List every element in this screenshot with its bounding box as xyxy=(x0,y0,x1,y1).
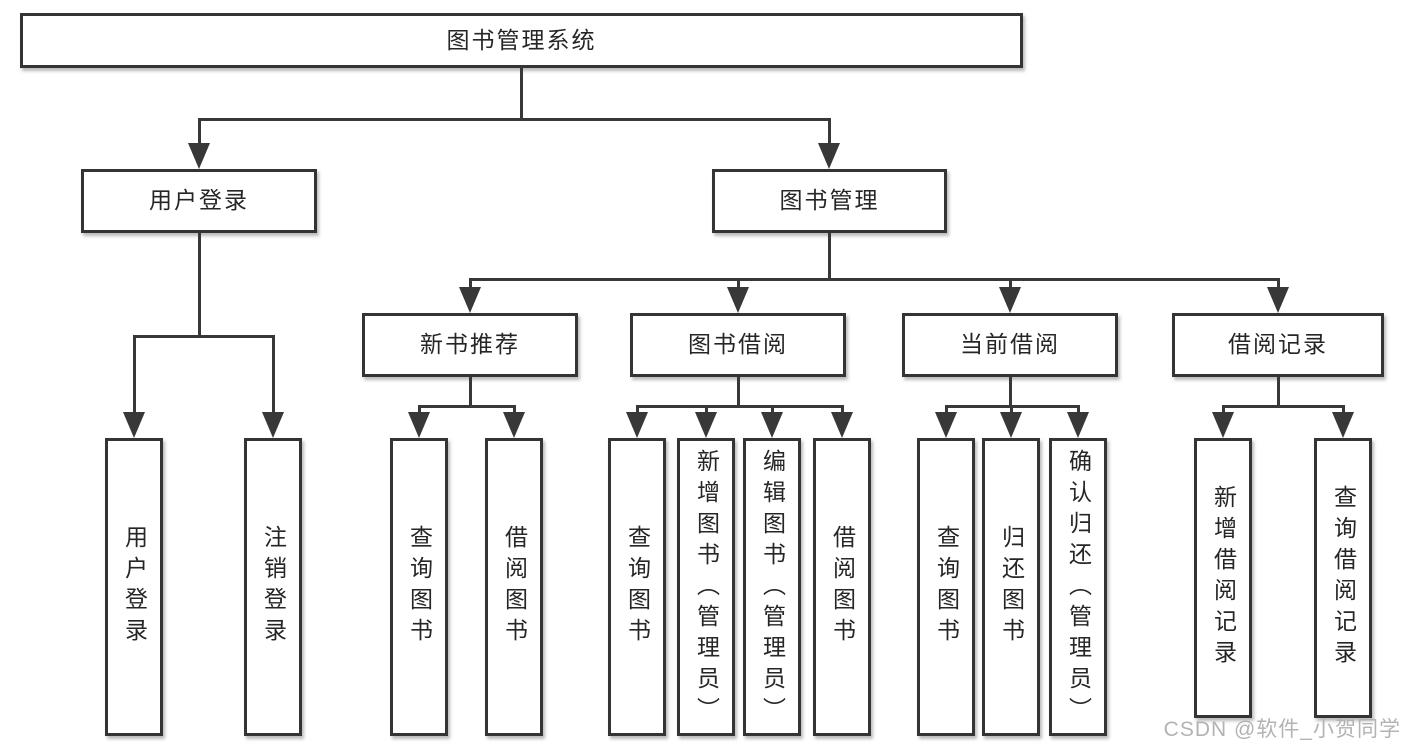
connector-line xyxy=(1009,278,1012,289)
arrowhead-down-icon xyxy=(1332,412,1354,438)
node-query-books-recommend: 查询图书 xyxy=(390,438,448,736)
connector-line xyxy=(198,233,201,335)
connector-line xyxy=(1077,405,1080,414)
connector-line xyxy=(828,233,831,278)
connector-line xyxy=(737,278,740,289)
connector-line xyxy=(418,405,421,414)
node-borrow-books-recommend: 借阅图书 xyxy=(485,438,543,736)
node-new-book-recommendation: 新书推荐 xyxy=(362,313,578,377)
connector-line xyxy=(198,118,830,121)
node-edit-book-admin: 编辑图书（管理员） xyxy=(743,438,801,736)
arrowhead-down-icon xyxy=(188,143,210,169)
connector-line xyxy=(469,278,1279,281)
node-user-login: 用户登录 xyxy=(81,169,317,233)
connector-line xyxy=(636,405,843,408)
arrowhead-down-icon xyxy=(761,412,783,438)
connector-line xyxy=(469,278,472,289)
arrowhead-down-icon xyxy=(626,412,648,438)
connector-line xyxy=(1342,405,1345,414)
arrowhead-down-icon xyxy=(262,412,284,438)
connector-line xyxy=(737,377,740,405)
arrowhead-down-icon xyxy=(831,412,853,438)
node-query-books-current: 查询图书 xyxy=(917,438,975,736)
arrowhead-down-icon xyxy=(1212,412,1234,438)
connector-line xyxy=(1222,405,1225,414)
node-add-borrow-record: 新增借阅记录 xyxy=(1194,438,1252,718)
node-query-borrow-record: 查询借阅记录 xyxy=(1314,438,1372,718)
connector-line xyxy=(1277,377,1280,405)
connector-line xyxy=(1010,405,1013,414)
node-root: 图书管理系统 xyxy=(20,13,1023,68)
connector-line xyxy=(418,405,515,408)
connector-line xyxy=(705,405,708,414)
arrowhead-down-icon xyxy=(408,412,430,438)
arrowhead-down-icon xyxy=(123,412,145,438)
connector-line xyxy=(636,405,639,414)
arrowhead-down-icon xyxy=(999,287,1021,313)
arrowhead-down-icon xyxy=(727,287,749,313)
node-book-management: 图书管理 xyxy=(712,169,947,233)
arrowhead-down-icon xyxy=(1267,287,1289,313)
connector-line xyxy=(841,405,844,414)
connector-line xyxy=(771,405,774,414)
connector-line xyxy=(1277,278,1280,289)
connector-line xyxy=(513,405,516,414)
node-borrow-books-action: 借阅图书 xyxy=(813,438,871,736)
arrowhead-down-icon xyxy=(935,412,957,438)
arrowhead-down-icon xyxy=(1000,412,1022,438)
node-confirm-return-admin: 确认归还（管理员） xyxy=(1049,438,1107,736)
arrowhead-down-icon xyxy=(503,412,525,438)
node-add-book-admin: 新增图书（管理员） xyxy=(677,438,735,736)
connector-line xyxy=(133,335,136,414)
connector-line xyxy=(272,335,275,414)
connector-line xyxy=(1009,377,1012,405)
connector-line xyxy=(133,335,274,338)
node-book-borrowing: 图书借阅 xyxy=(630,313,846,377)
connector-line xyxy=(520,68,523,118)
node-user-login-action: 用户登录 xyxy=(105,438,163,736)
node-current-borrowing: 当前借阅 xyxy=(902,313,1118,377)
connector-line xyxy=(469,377,472,405)
node-logout-action: 注销登录 xyxy=(244,438,302,736)
connector-line xyxy=(828,118,831,145)
arrowhead-down-icon xyxy=(1067,412,1089,438)
arrowhead-down-icon xyxy=(695,412,717,438)
connector-line xyxy=(945,405,948,414)
csdn-watermark: CSDN @软件_小贺同学 xyxy=(1163,718,1401,741)
node-query-books-borrowing: 查询图书 xyxy=(608,438,666,736)
node-return-books: 归还图书 xyxy=(982,438,1040,736)
connector-line xyxy=(198,118,201,145)
node-borrowing-records: 借阅记录 xyxy=(1172,313,1384,377)
connector-line xyxy=(1222,405,1344,408)
arrowhead-down-icon xyxy=(818,143,840,169)
arrowhead-down-icon xyxy=(459,287,481,313)
